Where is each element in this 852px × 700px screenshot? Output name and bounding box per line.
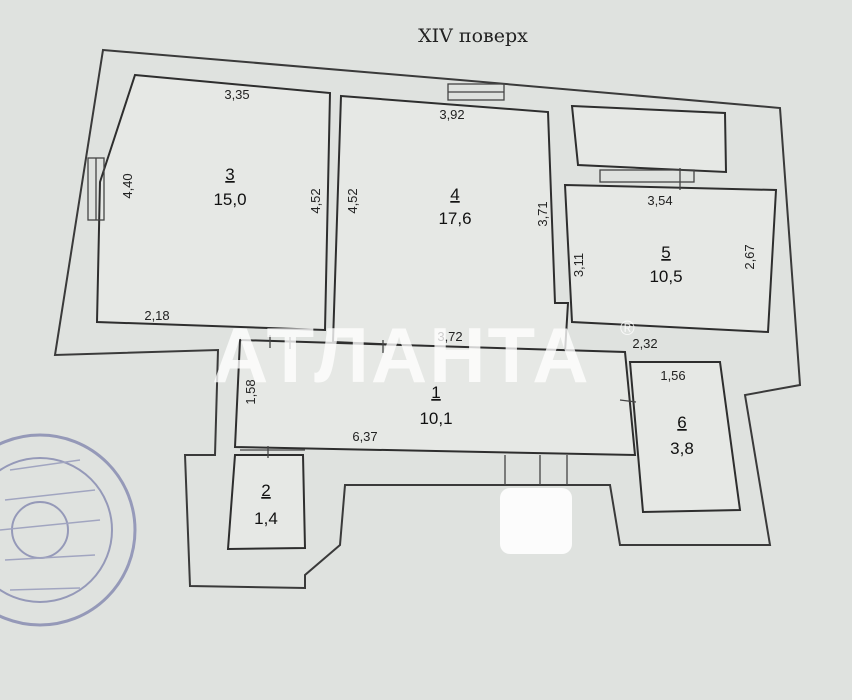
room-6 bbox=[628, 361, 742, 514]
room-2 bbox=[226, 454, 307, 551]
floor-title: XIV поверх bbox=[418, 25, 528, 47]
room-number: 5 bbox=[661, 243, 670, 262]
dimension-label: 4,52 bbox=[308, 188, 323, 213]
room-area: 1,4 bbox=[254, 509, 278, 528]
dimension-label: 3,71 bbox=[535, 201, 550, 226]
room-area: 10,5 bbox=[649, 267, 682, 286]
room-area: 10,1 bbox=[419, 409, 452, 428]
room-number: 1 bbox=[431, 383, 440, 402]
room-area: 17,6 bbox=[438, 209, 471, 228]
balcony bbox=[570, 104, 728, 174]
dimension-label: 2,18 bbox=[144, 308, 169, 323]
outer-wall bbox=[53, 48, 802, 590]
glare bbox=[500, 488, 572, 554]
dimension-label: 3,72 bbox=[437, 329, 462, 344]
door-marks bbox=[267, 168, 681, 485]
room-area: 3,8 bbox=[670, 439, 694, 458]
room-5 bbox=[563, 183, 778, 334]
room-number: 6 bbox=[677, 413, 686, 432]
watermark-registered: ® bbox=[620, 318, 635, 340]
dimension-label: 6,37 bbox=[352, 429, 377, 444]
dimension-label: 3,92 bbox=[439, 107, 464, 122]
room-number: 3 bbox=[225, 165, 234, 184]
watermark-text: АТЛАНТА bbox=[212, 311, 591, 399]
dimension-label: 2,32 bbox=[632, 336, 657, 351]
dimension-label: 3,11 bbox=[571, 253, 586, 277]
room-area: 15,0 bbox=[213, 190, 246, 209]
dimension-label: 3,54 bbox=[647, 193, 672, 208]
room-number: 4 bbox=[450, 185, 459, 204]
dimension-label: 1,58 bbox=[243, 379, 258, 404]
room-3 bbox=[95, 73, 332, 332]
dimension-label: 2,67 bbox=[742, 244, 757, 269]
dimension-label: 1,56 bbox=[660, 368, 685, 383]
dimension-label: 3,35 bbox=[224, 87, 249, 102]
room-number: 2 bbox=[261, 481, 270, 500]
window bbox=[599, 169, 695, 183]
dimension-label: 4,52 bbox=[345, 188, 360, 213]
room-1 bbox=[233, 338, 637, 457]
stamp-icon bbox=[0, 433, 137, 627]
dimension-label: 4,40 bbox=[120, 173, 135, 198]
